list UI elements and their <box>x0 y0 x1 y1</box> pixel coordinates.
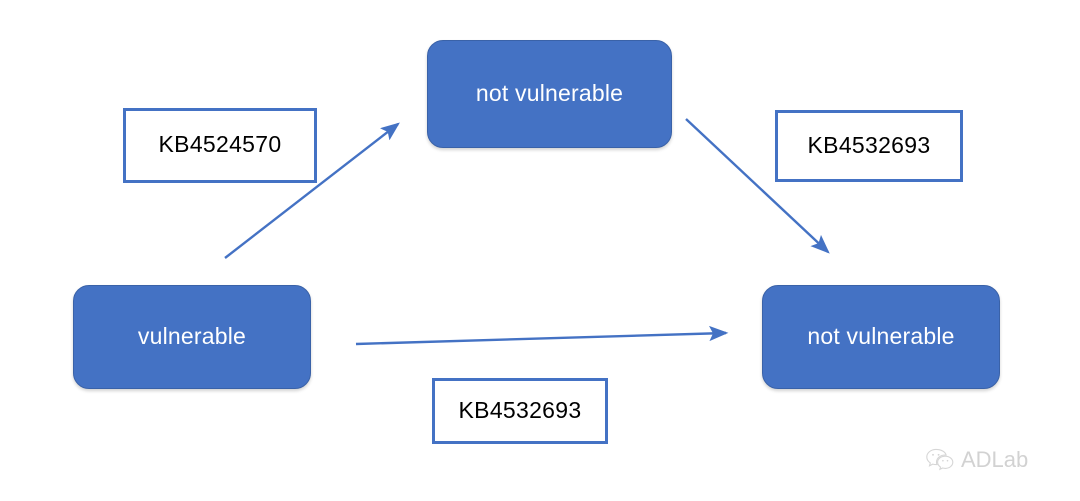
state-box-not-vulnerable-top: not vulnerable <box>427 40 672 148</box>
state-box-not-vulnerable-right: not vulnerable <box>762 285 1000 389</box>
watermark-text: ADLab <box>961 447 1029 472</box>
state-box-vulnerable: vulnerable <box>73 285 311 389</box>
watermark: ADLab <box>925 447 1028 473</box>
arrow-vulnerable-to-not-vulnerable-right <box>355 325 729 346</box>
kb-label-box-bottom: KB4532693 <box>432 378 608 444</box>
state-label: not vulnerable <box>807 322 955 349</box>
kb-label-box-right: KB4532693 <box>775 110 963 182</box>
wechat-icon <box>926 448 954 471</box>
kb-label: KB4524570 <box>158 131 282 157</box>
kb-label: KB4532693 <box>458 396 582 423</box>
state-label: not vulnerable <box>475 79 624 106</box>
kb-label-box-left: KB4524570 <box>123 108 317 183</box>
kb-label: KB4532693 <box>807 131 931 158</box>
state-label: vulnerable <box>137 322 247 349</box>
